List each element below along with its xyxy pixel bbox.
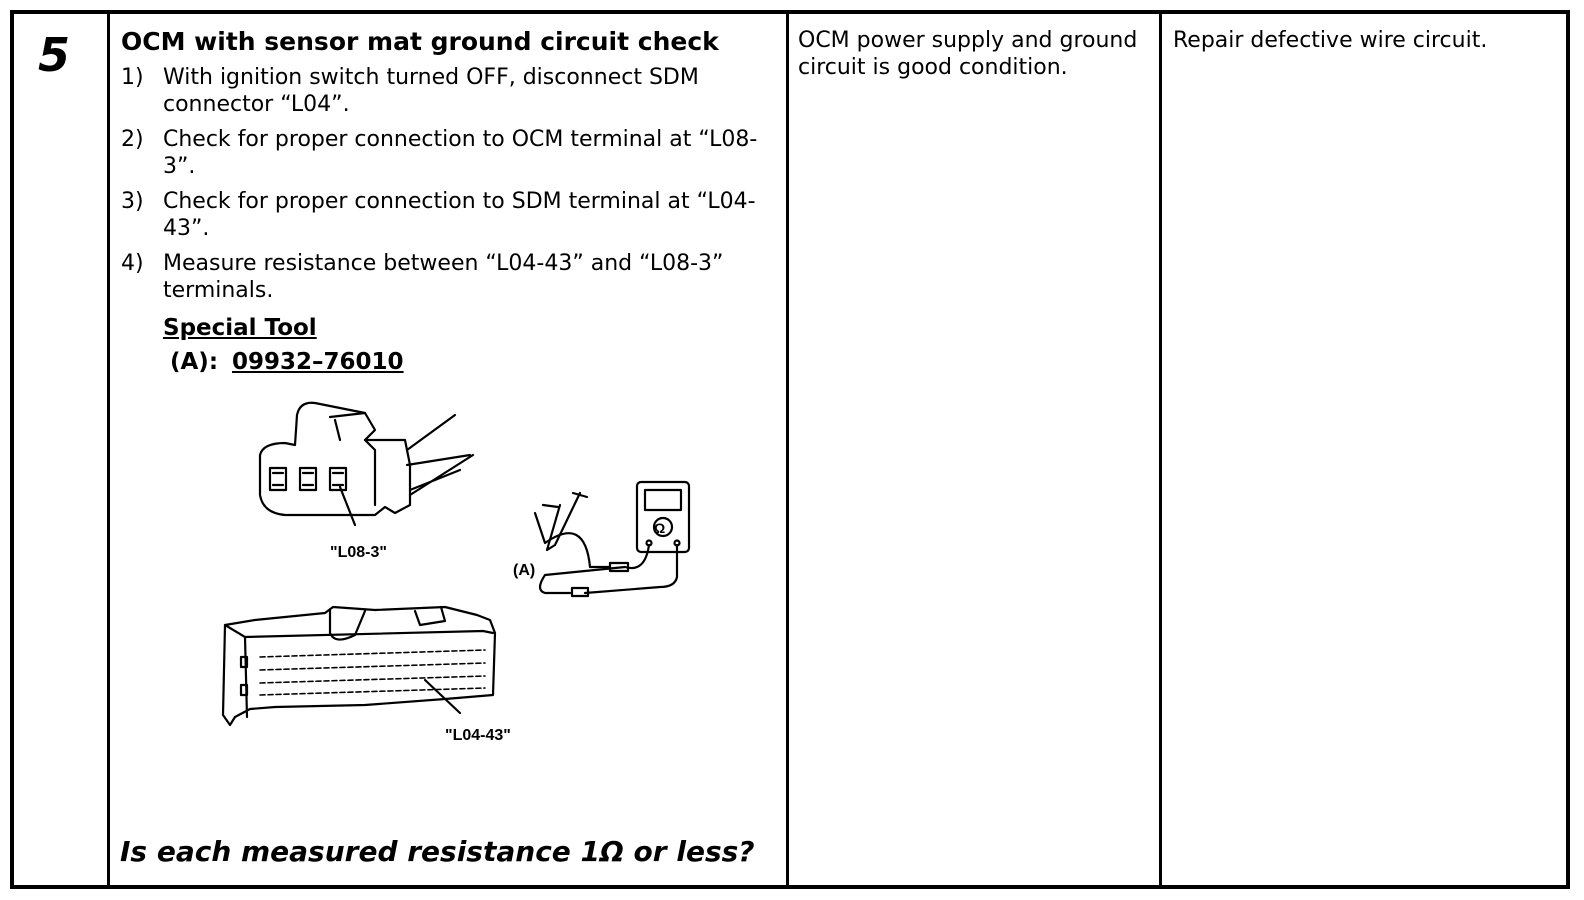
yes-result: OCM power supply and ground circuit is g… — [798, 28, 1138, 80]
step-number: 5 — [38, 28, 71, 82]
sdm-connector-drawing — [221, 605, 497, 727]
multimeter-drawing — [533, 480, 691, 598]
column-divider — [1159, 10, 1162, 889]
special-tool-heading: Special Tool — [163, 315, 317, 341]
connector-illustration: "L08-3" (A) Ω "L04-43" — [221, 401, 691, 744]
procedure-list: 1)With ignition switch turned OFF, disco… — [121, 64, 781, 312]
ocm-terminal-label: "L08-3" — [330, 544, 387, 561]
procedure-item: 4)Measure resistance between “L04-43” an… — [121, 251, 724, 303]
no-result: Repair defective wire circuit. — [1173, 28, 1488, 53]
tool-callout-label: (A) — [513, 562, 535, 579]
step-title: OCM with sensor mat ground circuit check — [121, 27, 719, 56]
sdm-terminal-label: "L04-43" — [445, 727, 511, 744]
procedure-item: 3)Check for proper connection to SDM ter… — [121, 189, 756, 241]
tool-part-number: 09932–76010 — [232, 349, 404, 375]
procedure-item: 1)With ignition switch turned OFF, disco… — [121, 65, 699, 117]
tool-label: (A): — [170, 349, 219, 375]
ocm-connector-drawing — [258, 401, 475, 527]
column-divider — [107, 10, 110, 889]
table-frame — [10, 10, 1570, 889]
procedure-item: 2)Check for proper connection to OCM ter… — [121, 127, 758, 179]
column-divider — [786, 10, 789, 889]
check-question: Is each measured resistance 1Ω or less? — [120, 835, 755, 868]
special-tool-line: (A): 09932–76010 — [170, 349, 404, 375]
ohm-symbol: Ω — [654, 520, 665, 536]
